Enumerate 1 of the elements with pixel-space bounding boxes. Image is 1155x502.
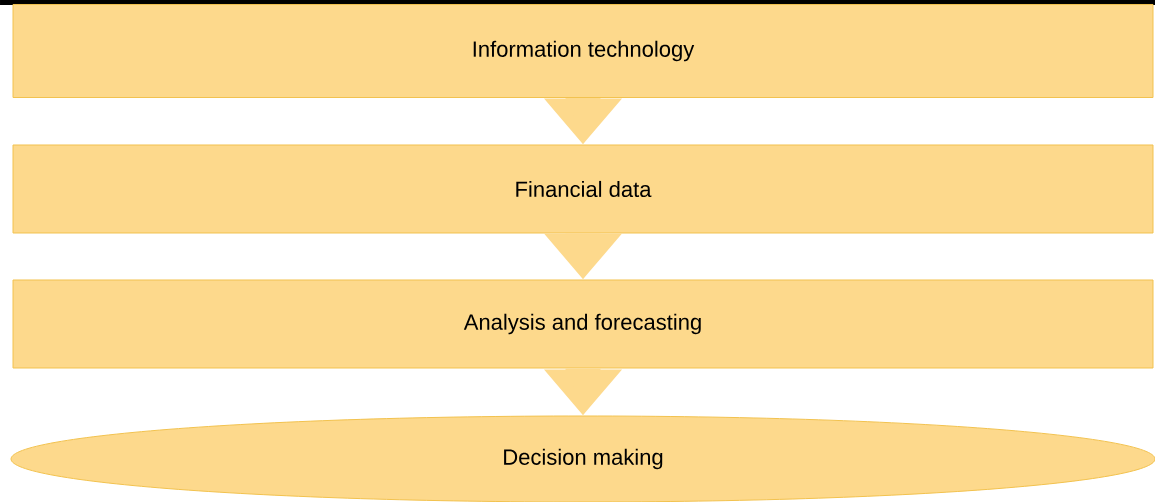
process-box: Analysis and forecasting bbox=[12, 279, 1154, 369]
